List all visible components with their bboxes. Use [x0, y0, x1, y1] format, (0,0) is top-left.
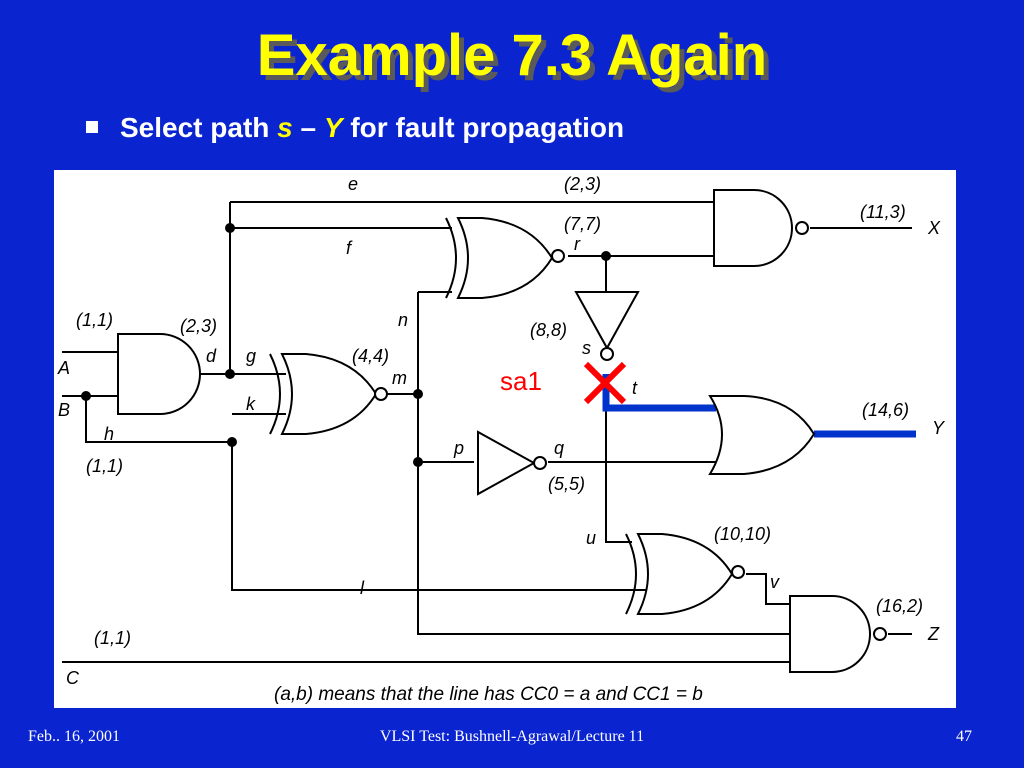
- xnor-gate-m: [280, 353, 378, 435]
- label-output-x: X: [927, 218, 941, 238]
- label-line-s: s: [582, 338, 591, 358]
- bullet-var-y: Y: [323, 112, 343, 143]
- label-line-u: u: [586, 528, 596, 548]
- nand-gate-x: [713, 189, 793, 267]
- bullet-square-icon: [86, 121, 98, 133]
- measure-c: (1,1): [94, 628, 131, 648]
- bullet-suffix: for fault propagation: [342, 112, 625, 143]
- junction-dot: [225, 223, 235, 233]
- inverter-q-bubble: [533, 456, 547, 470]
- measure-v: (10,10): [714, 524, 771, 544]
- junction-dot: [227, 437, 237, 447]
- wires: [62, 201, 912, 663]
- label-line-t: t: [632, 378, 638, 398]
- measure-x: (11,3): [860, 202, 906, 222]
- label-input-a: A: [57, 358, 70, 378]
- fault-x-icon: [583, 361, 627, 405]
- measure-s: (8,8): [530, 320, 567, 340]
- circuit-diagram: sa1 A B C X Y Z d e f g h k l m n p q r …: [54, 170, 956, 708]
- slide-title: Example 7.3 Again: [256, 23, 768, 88]
- bullet-var-s: s: [277, 112, 293, 143]
- diagram-legend: (a,b) means that the line has CC0 = a an…: [274, 684, 703, 705]
- junction-dot: [601, 251, 611, 261]
- measure-q: (5,5): [548, 474, 585, 494]
- or-gate-y: [708, 395, 816, 475]
- label-line-m: m: [392, 368, 407, 388]
- inverter-q: [477, 430, 537, 496]
- bullet-item: Select path s – Y for fault propagation: [86, 112, 624, 144]
- circuit-svg: sa1 A B C X Y Z d e f g h k l m n p q r …: [57, 174, 946, 705]
- label-line-f: f: [346, 238, 353, 258]
- measure-z: (16,2): [876, 596, 923, 616]
- junction-dot: [81, 391, 91, 401]
- inverter-s: [574, 291, 640, 351]
- cc-measures: (1,1) (1,1) (1,1) (2,3) (2,3) (7,7) (4,4…: [76, 174, 923, 648]
- fault-marker: sa1: [500, 361, 627, 405]
- wire-n: [417, 292, 790, 635]
- footer-page-number: 47: [956, 728, 972, 745]
- label-line-d: d: [206, 346, 217, 366]
- measure-e: (2,3): [564, 174, 601, 194]
- xnor-gate-r-bubble: [551, 249, 565, 263]
- measure-d: (2,3): [180, 316, 217, 336]
- inverter-s-bubble: [600, 347, 614, 361]
- label-output-z: Z: [927, 624, 940, 644]
- label-line-r: r: [574, 234, 581, 254]
- measure-m: (4,4): [352, 346, 389, 366]
- nand-gate-z: [789, 595, 871, 673]
- label-line-p: p: [453, 438, 464, 458]
- nand-gate-x-bubble: [795, 221, 809, 235]
- fault-label: sa1: [500, 366, 542, 396]
- xnor-gate-m-bubble: [374, 387, 388, 401]
- xnor-gate-m-back: [269, 353, 281, 435]
- wire-v: [746, 573, 790, 605]
- junction-dot: [413, 389, 423, 399]
- label-line-q: q: [554, 438, 564, 458]
- footer-date: Feb.. 16, 2001: [28, 728, 120, 745]
- label-line-e: e: [348, 174, 358, 194]
- gates: [117, 189, 887, 673]
- label-input-b: B: [58, 400, 70, 420]
- xnor-gate-v-back: [625, 533, 637, 615]
- label-input-c: C: [66, 668, 80, 688]
- label-line-k: k: [246, 394, 256, 414]
- measure-b: (1,1): [86, 456, 123, 476]
- label-line-l: l: [360, 578, 365, 598]
- xnor-gate-v-bubble: [731, 565, 745, 579]
- junction-dot: [413, 457, 423, 467]
- bullet-dash: –: [292, 112, 324, 143]
- measure-a: (1,1): [76, 310, 113, 330]
- xnor-gate-r-back: [445, 217, 457, 299]
- measure-r: (7,7): [564, 214, 601, 234]
- wire-h: [85, 396, 232, 443]
- label-line-h: h: [104, 424, 114, 444]
- xnor-gate-v: [636, 533, 734, 615]
- signal-labels: A B C X Y Z d e f g h k l m n p q r s t …: [57, 174, 946, 688]
- footer-course: VLSI Test: Bushnell-Agrawal/Lecture 11: [379, 728, 645, 745]
- and-gate: [117, 333, 201, 415]
- junction-dot: [225, 369, 235, 379]
- xnor-gate-r: [456, 217, 554, 299]
- nand-gate-z-bubble: [873, 627, 887, 641]
- bullet-prefix: Select path: [120, 112, 278, 143]
- label-line-v: v: [770, 572, 780, 592]
- wire-h-trunk: [231, 442, 646, 591]
- label-line-g: g: [246, 346, 256, 366]
- label-output-y: Y: [932, 418, 946, 438]
- measure-y: (14,6): [862, 400, 909, 420]
- label-line-n: n: [398, 310, 408, 330]
